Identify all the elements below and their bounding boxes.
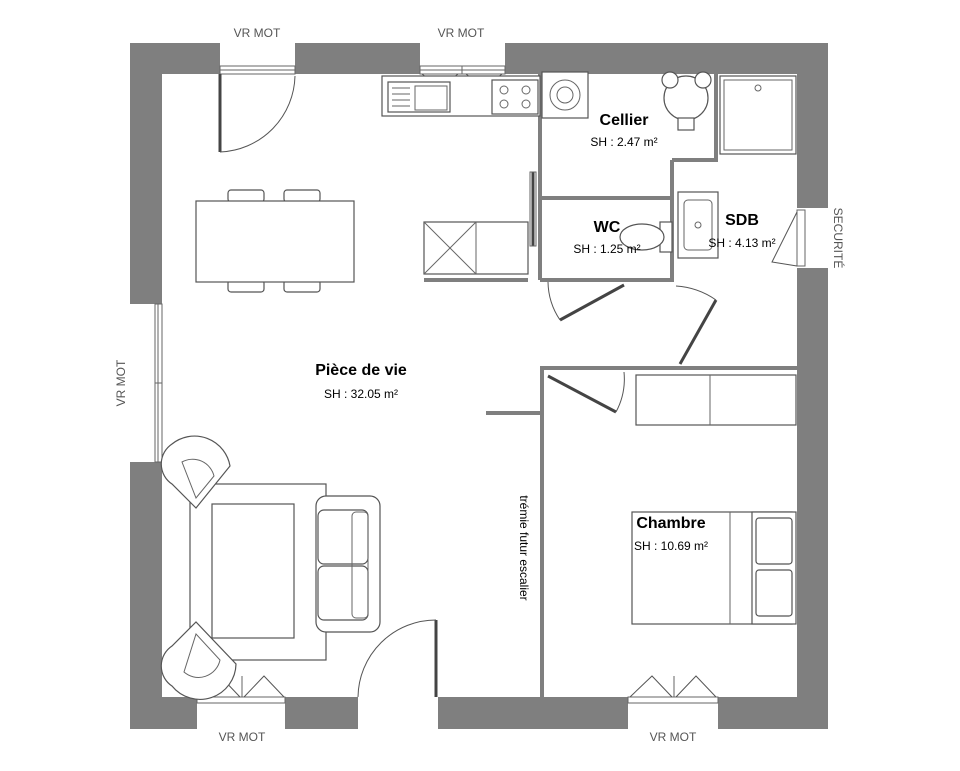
shower [719, 75, 797, 155]
wardrobe [635, 374, 797, 426]
window-label-top-left: VR MOT [234, 26, 281, 40]
interior-doors [218, 74, 718, 698]
window-label-left: VR MOT [114, 359, 128, 406]
door-main-bottom [357, 619, 438, 698]
washbasin [677, 191, 719, 259]
window-top-left [219, 65, 296, 75]
bedroom-furniture [631, 374, 797, 625]
kitchen-sink [387, 81, 451, 113]
room-name-piece-de-vie: Pièce de vie [315, 362, 407, 379]
room-name-cellier: Cellier [600, 112, 649, 129]
window-label-top-middle: VR MOT [438, 26, 485, 40]
toilet [619, 221, 673, 253]
room-area-chambre: SH : 10.69 m² [634, 539, 708, 553]
room-name-chambre: Chambre [636, 515, 705, 532]
armchair-top [160, 435, 231, 509]
room-area-wc: SH : 1.25 m² [573, 242, 640, 256]
bathroom-equipment [677, 75, 797, 259]
window-bottom-right [627, 675, 719, 704]
room-area-sdb: SH : 4.13 m² [708, 236, 775, 250]
coffee-table [211, 503, 295, 639]
room-area-cellier: SH : 2.47 m² [590, 135, 657, 149]
window-label-bottom-left: VR MOT [219, 730, 266, 744]
window-right [771, 209, 806, 267]
living-furniture [160, 435, 381, 700]
washing-machine [541, 71, 589, 119]
sofa [315, 495, 381, 633]
room-name-wc: WC [594, 219, 621, 236]
cooktop [491, 79, 539, 115]
window-label-right: SECURITÉ [831, 208, 846, 269]
door-chambre [547, 371, 625, 414]
room-area-piece-de-vie: SH : 32.05 m² [324, 387, 398, 401]
window-left [154, 303, 163, 463]
bed [631, 511, 797, 625]
armchair-bottom [160, 621, 237, 700]
window-label-bottom-right: VR MOT [650, 730, 697, 744]
exterior-walls [130, 43, 828, 729]
cellier-equipment [541, 71, 712, 131]
kitchen [381, 75, 541, 117]
door-wc [547, 281, 625, 322]
door-cellier [529, 171, 537, 247]
storage-units-living [423, 221, 529, 275]
interior-partitions [424, 74, 797, 697]
door-sdb [675, 285, 718, 365]
room-name-sdb: SDB [725, 212, 759, 229]
stair-opening-note: trémie futur escalier [517, 495, 531, 600]
dining-table [195, 189, 355, 293]
door-entry [218, 74, 296, 153]
